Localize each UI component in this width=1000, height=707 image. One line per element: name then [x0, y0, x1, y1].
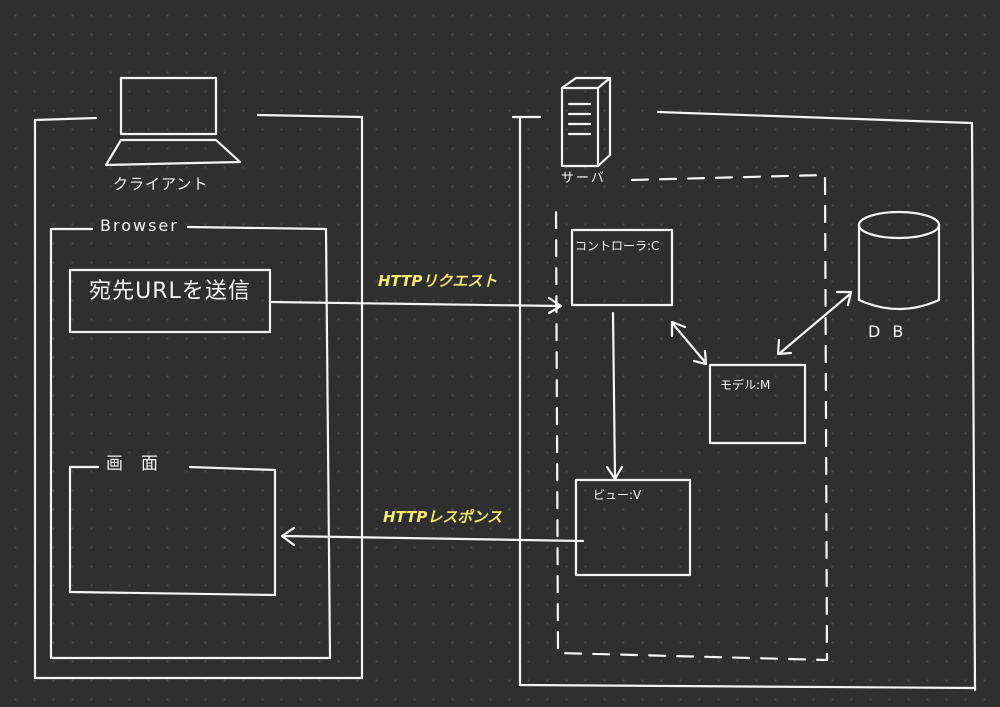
model-box	[708, 363, 807, 445]
model-label: モデル:M	[720, 378, 771, 392]
server-tower-icon	[560, 76, 612, 168]
request-arrow	[268, 296, 563, 315]
send-url-label: 宛先URLを送信	[89, 279, 251, 304]
controller-box	[570, 228, 674, 307]
db-label: DB	[868, 322, 916, 341]
client-label: クライアント	[113, 175, 209, 193]
browser-label: Browser	[96, 218, 183, 234]
app-boundary-dashed	[554, 173, 829, 662]
client-frame	[33, 113, 364, 680]
browser-frame	[49, 225, 332, 660]
model-db-arrow	[776, 290, 853, 356]
http-response-label: HTTPレスポンス	[383, 508, 503, 526]
laptop-icon	[104, 76, 242, 167]
view-box	[574, 478, 692, 577]
screen-box	[68, 465, 277, 597]
controller-model-arrow	[670, 320, 708, 366]
server-frame	[511, 110, 977, 692]
db-cylinder-icon	[857, 210, 941, 311]
screen-label: 画面	[100, 456, 178, 473]
server-label: サーバ	[561, 171, 606, 186]
controller-view-arrow	[605, 311, 624, 481]
response-arrow	[280, 526, 585, 547]
view-label: ビュー:V	[593, 488, 642, 502]
http-request-label: HTTPリクエスト	[378, 272, 498, 290]
controller-label: コントローラ:C	[575, 239, 660, 253]
